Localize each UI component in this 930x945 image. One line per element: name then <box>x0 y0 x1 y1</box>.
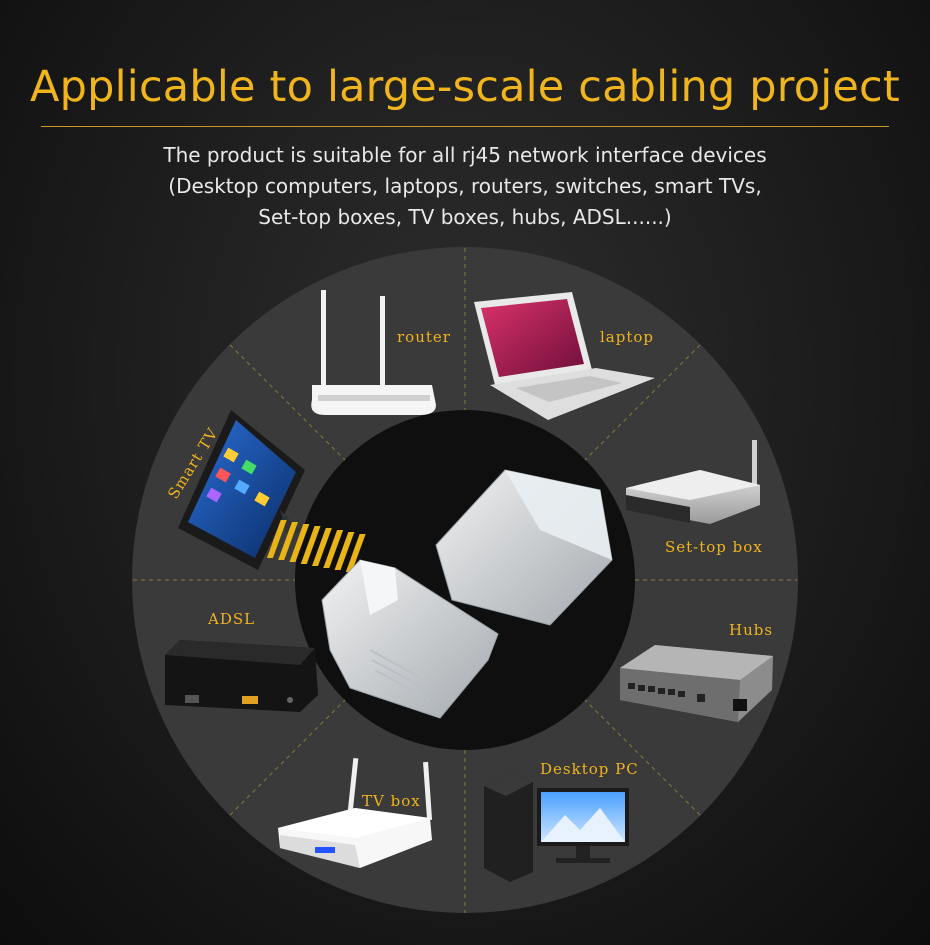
laptop-illustration <box>474 292 655 420</box>
ring-dividers <box>133 248 797 913</box>
page-title: Applicable to large-scale cabling projec… <box>30 62 900 112</box>
label-hubs: Hubs <box>729 621 773 639</box>
subtitle-line-2: (Desktop computers, laptops, routers, sw… <box>168 174 762 198</box>
subtitle-line-3: Set-top boxes, TV boxes, hubs, ADSL.....… <box>258 205 672 229</box>
smart-tv-illustration <box>178 410 305 570</box>
subtitle: The product is suitable for all rj45 net… <box>0 140 930 233</box>
router-illustration <box>311 290 436 415</box>
label-set-top-box: Set-top box <box>665 538 763 556</box>
set-top-box-illustration <box>626 440 760 524</box>
label-tv-box: TV box <box>362 792 421 810</box>
subtitle-line-1: The product is suitable for all rj45 net… <box>163 143 767 167</box>
hubs-illustration <box>620 645 773 722</box>
label-adsl: ADSL <box>207 610 255 628</box>
rj45-connector-illustration <box>266 469 613 719</box>
adsl-illustration <box>165 640 318 712</box>
label-desktop-pc: Desktop PC <box>540 760 639 778</box>
label-laptop: laptop <box>600 328 654 346</box>
label-router: router <box>397 328 451 346</box>
title-divider <box>41 126 889 127</box>
tv-box-illustration <box>278 757 433 868</box>
desktop-pc-illustration <box>484 772 629 882</box>
